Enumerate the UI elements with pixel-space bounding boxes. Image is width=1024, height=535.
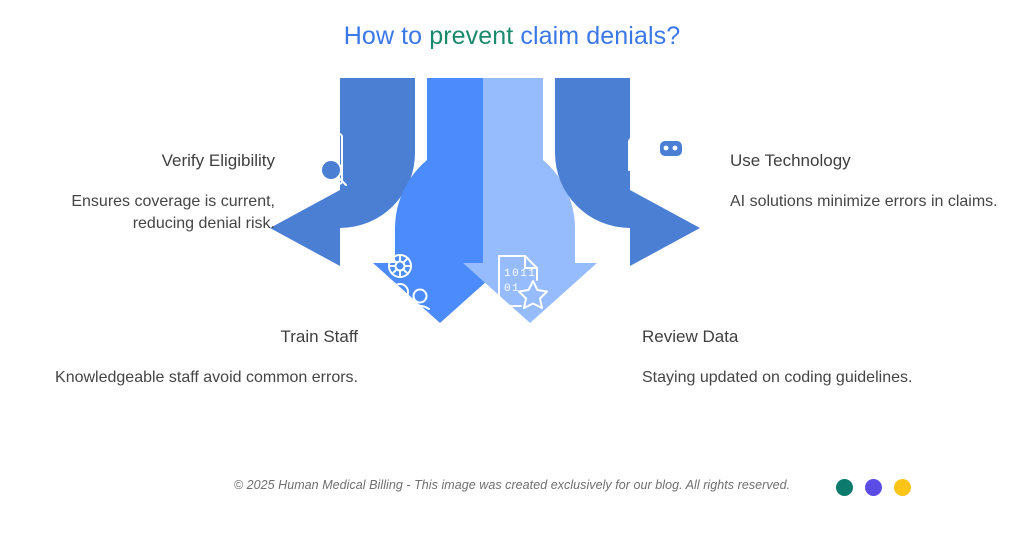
callout-body-train: Knowledgeable staff avoid common errors.	[55, 369, 358, 386]
arrow-review-data	[463, 78, 597, 323]
callout-heading-technology: Use Technology	[730, 151, 851, 170]
callout-body-review: Staying updated on coding guidelines.	[642, 369, 913, 386]
brand-dots	[836, 479, 911, 496]
footer-credit: © 2025 Human Medical Billing - This imag…	[233, 478, 791, 492]
monitor-robot-icon	[628, 130, 684, 184]
callout-heading-review: Review Data	[642, 327, 739, 346]
callout-body-verify: Ensures coverage is current, reducing de…	[71, 193, 275, 232]
dot-purple	[865, 479, 882, 496]
callout-body-technology: AI solutions minimize errors in claims.	[730, 193, 998, 210]
title-part-blue-2: claim denials?	[513, 22, 681, 50]
svg-text:01: 01	[504, 283, 520, 295]
arrow-train-staff	[373, 78, 507, 323]
arrow-use-technology	[555, 78, 700, 266]
team-training-icon	[370, 254, 430, 315]
binary-document-star-icon: 1011 01	[498, 255, 548, 309]
callout-heading-train: Train Staff	[280, 327, 358, 346]
dot-teal	[836, 479, 853, 496]
callout-verify-eligibility: Verify Eligibility Ensures coverage is c…	[10, 150, 275, 235]
title-part-blue-1: How to	[343, 22, 430, 50]
callout-train-staff: Train Staff Knowledgeable staff avoid co…	[28, 326, 358, 389]
callout-heading-verify: Verify Eligibility	[161, 151, 275, 170]
callout-use-technology: Use Technology AI solutions minimize err…	[730, 150, 1000, 213]
arrow-diagram: 1011 01	[255, 78, 715, 343]
dot-yellow	[894, 479, 911, 496]
title-part-green: prevent	[429, 22, 514, 50]
page-title: How to prevent claim denials?	[0, 22, 1024, 51]
id-card-search-icon	[297, 133, 347, 186]
callout-review-data: Review Data Staying updated on coding gu…	[642, 326, 942, 389]
svg-text:1011: 1011	[504, 268, 536, 280]
